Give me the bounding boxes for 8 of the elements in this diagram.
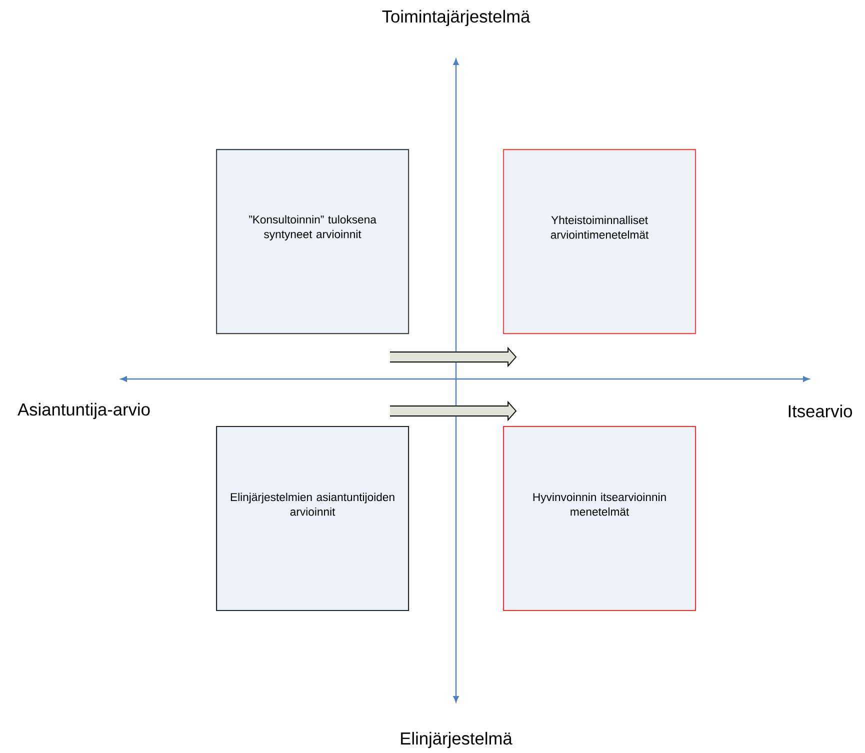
axis-label: Asiantuntija-arvio <box>18 402 150 420</box>
axis-label: Toimintajärjestelmä <box>382 10 530 26</box>
axis-label: Elinjärjestelmä <box>401 732 512 748</box>
text-box: Hyvinvoinnin itsearvioinnin menetelmät <box>503 426 696 612</box>
axis-label: Itsearvio <box>788 404 852 418</box>
text-box: Yhteistoiminnalliset arviointimenetelmät <box>503 149 696 334</box>
text-box: Elinjärjestelmien asiantuntijoiden arvioinnit <box>216 426 410 612</box>
text-box: ”Konsultoinnin” tuloksena syntyneet arvioinnit <box>216 149 410 334</box>
